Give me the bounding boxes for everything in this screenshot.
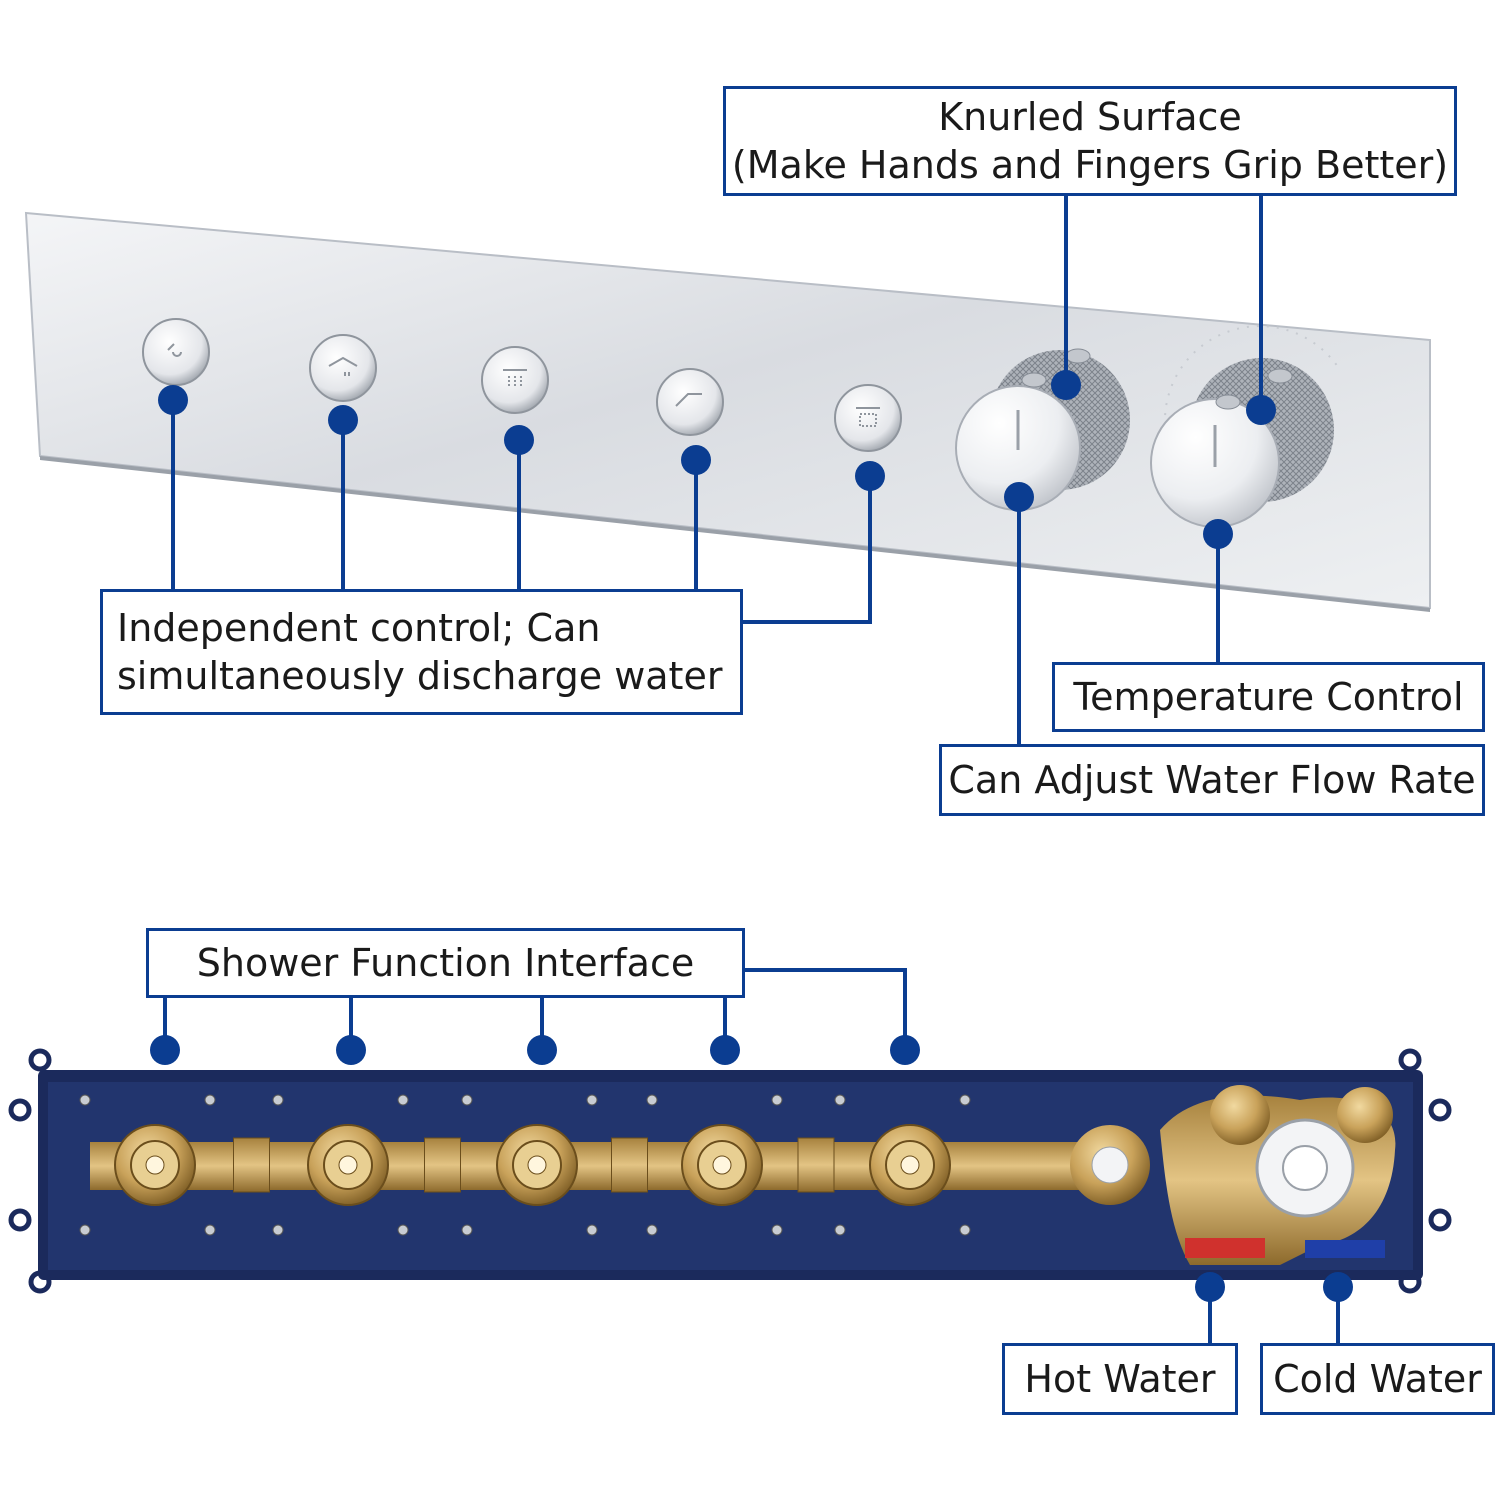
callout-dot: [1203, 519, 1233, 549]
mounting-screw: [646, 1224, 658, 1236]
mounting-screw: [646, 1094, 658, 1106]
callout-lines: [150, 196, 1353, 1345]
mounting-screw: [79, 1094, 91, 1106]
mounting-screw: [79, 1224, 91, 1236]
handheld-shower-button[interactable]: [142, 318, 210, 386]
cold-water-inlet: [1305, 1240, 1385, 1258]
temperature-control-label: Temperature Control: [1052, 662, 1485, 732]
mounting-screw: [959, 1224, 971, 1236]
cold-water-text: Cold Water: [1273, 1357, 1482, 1401]
callout-dot: [336, 1035, 366, 1065]
callout-dot: [1246, 395, 1276, 425]
callout-dot: [1004, 482, 1034, 512]
knob-stop-pin: [1267, 368, 1293, 384]
mounting-screw: [834, 1094, 846, 1106]
callout-line: [743, 476, 872, 624]
knob-stop-pin: [1021, 372, 1047, 388]
callout-dot: [150, 1035, 180, 1065]
independent-control-label: Independent control; Can simultaneously …: [100, 589, 743, 715]
mounting-screw: [586, 1224, 598, 1236]
mounting-screw: [586, 1094, 598, 1106]
flow-rate-knob[interactable]: [955, 348, 1130, 511]
callout-dot: [1323, 1272, 1353, 1302]
mounting-ear: [28, 1048, 52, 1072]
brass-outlet-port: [496, 1124, 578, 1206]
mounting-screw: [771, 1224, 783, 1236]
knob-stop-pin: [1215, 394, 1241, 410]
mounting-screw: [272, 1224, 284, 1236]
mounting-screw: [461, 1224, 473, 1236]
hot-water-text: Hot Water: [1024, 1357, 1216, 1401]
tub-spout-button[interactable]: [656, 368, 724, 436]
callout-dot: [504, 425, 534, 455]
mounting-screw: [272, 1094, 284, 1106]
mounting-screw: [397, 1094, 409, 1106]
knurled-surface-title: Knurled Surface: [938, 95, 1242, 139]
independent-control-line2: simultaneously discharge water: [117, 654, 723, 698]
brass-outlet-port: [869, 1124, 951, 1206]
mounting-screw: [397, 1224, 409, 1236]
faceplate-edge: [40, 456, 1430, 612]
mounting-screw: [771, 1094, 783, 1106]
mounting-ear: [1428, 1098, 1452, 1122]
hot-water-inlet: [1185, 1238, 1265, 1258]
panel-buttons: [142, 318, 902, 452]
hot-water-label: Hot Water: [1002, 1343, 1238, 1415]
square-shower-button[interactable]: [481, 346, 549, 414]
shower-function-interface-text: Shower Function Interface: [196, 941, 695, 985]
rain-shower-button[interactable]: [309, 334, 377, 402]
brass-union-nut: [797, 1137, 835, 1193]
mounting-ear: [1398, 1270, 1422, 1294]
callout-dot: [710, 1035, 740, 1065]
mounting-ear: [8, 1098, 32, 1122]
rain-shower-icon: [328, 356, 358, 376]
brass-outlet-port: [307, 1124, 389, 1206]
callout-dot: [158, 385, 188, 415]
shower-function-interface-label: Shower Function Interface: [146, 928, 745, 998]
flow-rate-text: Can Adjust Water Flow Rate: [948, 758, 1476, 802]
thermostat-cartridge: [1070, 1085, 1393, 1218]
handheld-shower-icon: [167, 343, 182, 357]
mounting-screw: [461, 1094, 473, 1106]
mounting-ear: [1398, 1048, 1422, 1072]
brass-union-nut: [424, 1137, 461, 1193]
temperature-knob[interactable]: 38: [1150, 325, 1341, 528]
cold-water-label: Cold Water: [1260, 1343, 1495, 1415]
independent-control-line1: Independent control; Can: [117, 606, 601, 650]
knob-stop-pin: [1065, 348, 1091, 364]
mounting-screw: [204, 1094, 216, 1106]
body-jet-icon: [856, 407, 880, 427]
brass-outlet-port: [681, 1124, 763, 1206]
callout-dot: [328, 405, 358, 435]
brass-outlet-port: [114, 1124, 196, 1206]
brass-union-nut: [233, 1137, 270, 1193]
callout-dot: [681, 445, 711, 475]
callout-dot: [1195, 1272, 1225, 1302]
mounting-screw: [959, 1094, 971, 1106]
body-jet-button[interactable]: [834, 384, 902, 452]
mounting-ear: [1428, 1208, 1452, 1232]
callout-dot: [1051, 370, 1081, 400]
mounting-ear: [28, 1270, 52, 1294]
brass-union-nut: [611, 1137, 648, 1193]
callout-dot: [527, 1035, 557, 1065]
shower-panel: [24, 211, 1431, 612]
knurled-surface-subtitle: (Make Hands and Fingers Grip Better): [731, 143, 1449, 187]
callout-dot: [890, 1035, 920, 1065]
valve-outlets: [8, 1048, 1452, 1294]
temperature-control-text: Temperature Control: [1073, 675, 1464, 719]
callout-line: [745, 968, 907, 1050]
knurled-surface-label: Knurled Surface (Make Hands and Fingers …: [723, 86, 1457, 196]
callout-dot: [855, 461, 885, 491]
mounting-ear: [8, 1208, 32, 1232]
tub-spout-icon: [675, 393, 702, 407]
mounting-screw: [204, 1224, 216, 1236]
mounting-screw: [834, 1224, 846, 1236]
square-shower-icon: [503, 369, 527, 388]
flow-rate-label: Can Adjust Water Flow Rate: [939, 744, 1485, 816]
